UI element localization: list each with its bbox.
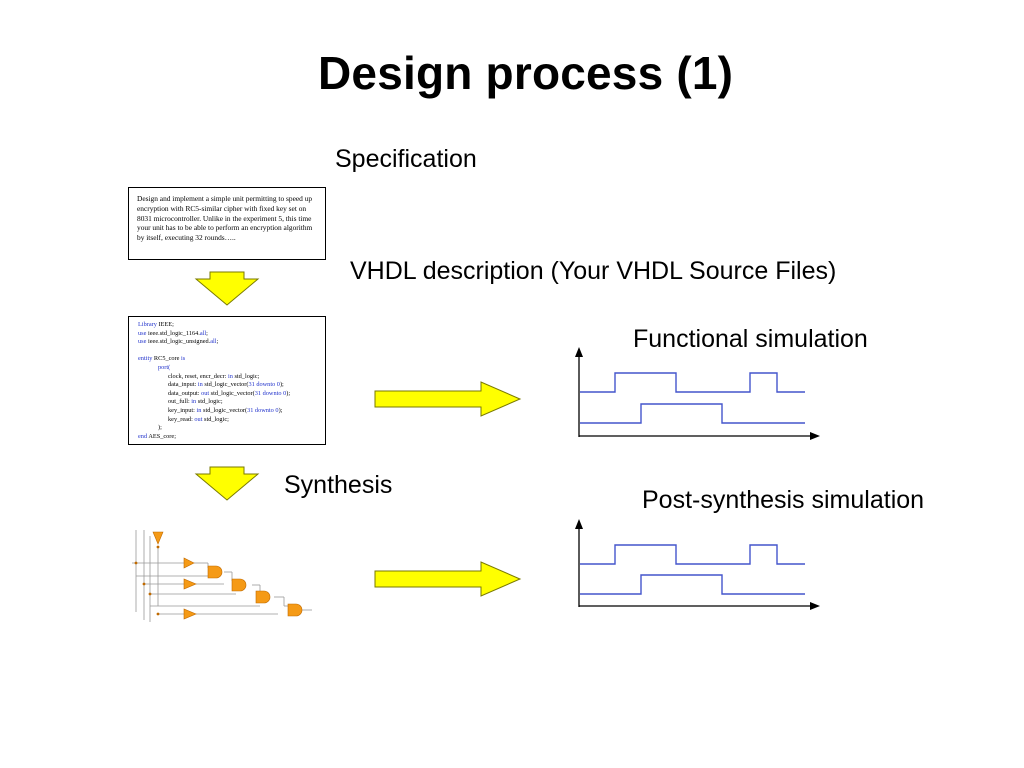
waveform-chart-icon (575, 519, 820, 610)
specification-text: Design and implement a simple unit permi… (137, 194, 313, 243)
code-line: clock, reset, encr_decr: in std_logic; (168, 372, 260, 380)
code-line: use ieee.std_logic_1164.all; (138, 329, 208, 337)
code-line: key_read: out std_logic; (168, 415, 229, 423)
code-line: data_output: out std_logic_vector(31 dow… (168, 389, 291, 397)
synthesis-label: Synthesis (284, 471, 393, 499)
vhdl-description-label: VHDL description (Your VHDL Source Files… (350, 257, 837, 285)
gate-schematic-icon (132, 530, 312, 622)
slide-title: Design process (1) (318, 47, 734, 99)
functional-simulation-label: Functional simulation (633, 325, 868, 353)
post-synthesis-simulation-label: Post-synthesis simulation (642, 486, 925, 514)
code-line: data_input: in std_logic_vector(31 downt… (168, 381, 284, 389)
code-line: end AES_core; (138, 432, 176, 440)
specification-text-box: Design and implement a simple unit permi… (128, 187, 326, 260)
code-line: ); (158, 424, 162, 432)
right-arrow-icon (374, 381, 522, 417)
code-line: use ieee.std_logic_unsigned.all; (138, 338, 219, 346)
down-arrow-icon (194, 466, 260, 501)
waveform-chart-icon (575, 347, 820, 440)
right-arrow-icon (374, 561, 522, 597)
code-line: port( (158, 363, 171, 371)
vhdl-code-box: Library IEEE; use ieee.std_logic_1164.al… (128, 316, 326, 445)
specification-label: Specification (335, 145, 477, 173)
down-arrow-icon (194, 271, 260, 306)
code-line: entity RC5_core is (138, 355, 186, 363)
code-line: out_full: in std_logic; (168, 398, 223, 406)
code-line: key_input: in std_logic_vector(31 downto… (168, 406, 283, 414)
code-blank-line (138, 347, 316, 356)
code-line: Library IEEE; (138, 321, 174, 328)
